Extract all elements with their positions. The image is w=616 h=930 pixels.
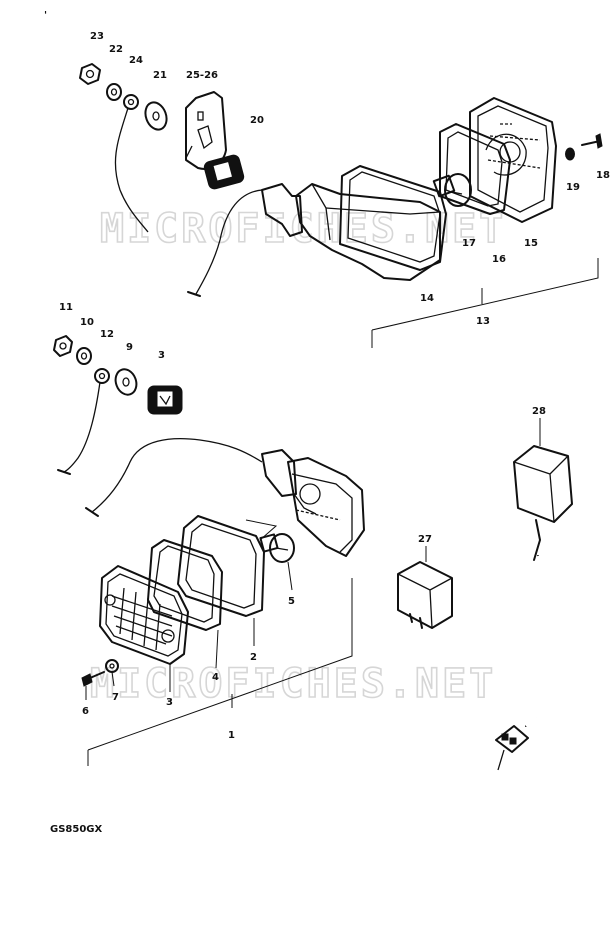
bulb-17[interactable] bbox=[432, 173, 472, 207]
label-6: 6 bbox=[82, 706, 89, 717]
label-24: 24 bbox=[129, 55, 143, 66]
corner-mark: ' bbox=[44, 10, 47, 21]
housing-lower[interactable] bbox=[261, 449, 365, 557]
screw-6[interactable] bbox=[81, 671, 105, 687]
nut-11[interactable] bbox=[53, 335, 73, 357]
gasket-2[interactable] bbox=[177, 515, 265, 617]
watermark-bottom: MICROFICHES.NET bbox=[90, 661, 496, 707]
upper-turn-signal-assembly bbox=[79, 63, 603, 348]
washer-21[interactable] bbox=[142, 99, 170, 132]
label-20: 20 bbox=[250, 115, 264, 126]
grommet-20[interactable] bbox=[203, 154, 245, 190]
label-25-26: 25-26 bbox=[186, 70, 218, 81]
label-19: 19 bbox=[566, 182, 580, 193]
gasket-4[interactable] bbox=[147, 539, 223, 631]
grommet-3[interactable] bbox=[147, 385, 183, 415]
label-15: 15 bbox=[524, 238, 538, 249]
label-16: 16 bbox=[492, 254, 506, 265]
label-1: 1 bbox=[228, 730, 235, 741]
label-7: 7 bbox=[112, 692, 119, 703]
label-23: 23 bbox=[90, 31, 104, 42]
label-4: 4 bbox=[212, 672, 219, 683]
wiring-harness-28[interactable] bbox=[495, 418, 573, 771]
upper-harness-wire bbox=[195, 189, 263, 295]
washer-19[interactable] bbox=[565, 147, 575, 161]
washer-9[interactable] bbox=[112, 366, 140, 397]
assembly-bracket-13 bbox=[371, 258, 599, 348]
label-9: 9 bbox=[126, 342, 133, 353]
housing-14[interactable] bbox=[261, 183, 441, 281]
gasket-14[interactable] bbox=[339, 165, 447, 271]
lower-turn-signal-assembly bbox=[53, 335, 365, 766]
assembly-bracket-1 bbox=[87, 578, 353, 766]
part-number-labels: 23 22 24 21 25-26 20 14 13 17 16 15 19 1… bbox=[59, 31, 610, 741]
label-10: 10 bbox=[80, 317, 94, 328]
label-3-lens: 3 bbox=[166, 697, 173, 708]
flasher-relay-27[interactable] bbox=[397, 546, 453, 629]
label-11: 11 bbox=[59, 302, 73, 313]
label-21: 21 bbox=[153, 70, 167, 81]
lower-harness-wire bbox=[91, 437, 263, 513]
label-13: 13 bbox=[476, 316, 490, 327]
label-27: 27 bbox=[418, 534, 432, 545]
washer-22[interactable] bbox=[106, 83, 122, 101]
model-label: GS850GX bbox=[50, 824, 102, 835]
bulb-5[interactable] bbox=[245, 519, 295, 563]
label-14: 14 bbox=[420, 293, 434, 304]
bracket-25-26[interactable] bbox=[185, 91, 227, 170]
ground-wire-12[interactable] bbox=[57, 368, 110, 475]
label-17: 17 bbox=[462, 238, 476, 249]
washer-10[interactable] bbox=[76, 347, 92, 365]
label-22: 22 bbox=[109, 44, 123, 55]
nut-23[interactable] bbox=[79, 63, 101, 85]
gasket-16[interactable] bbox=[439, 123, 511, 215]
label-12: 12 bbox=[100, 329, 114, 340]
label-5: 5 bbox=[288, 596, 295, 607]
label-28: 28 bbox=[532, 406, 546, 417]
ground-wire-24[interactable] bbox=[114, 94, 149, 233]
lens-3[interactable] bbox=[99, 565, 189, 665]
label-18: 18 bbox=[596, 170, 610, 181]
screw-18[interactable] bbox=[581, 133, 603, 149]
label-2: 2 bbox=[250, 652, 257, 663]
label-3-grommet: 3 bbox=[158, 350, 165, 361]
